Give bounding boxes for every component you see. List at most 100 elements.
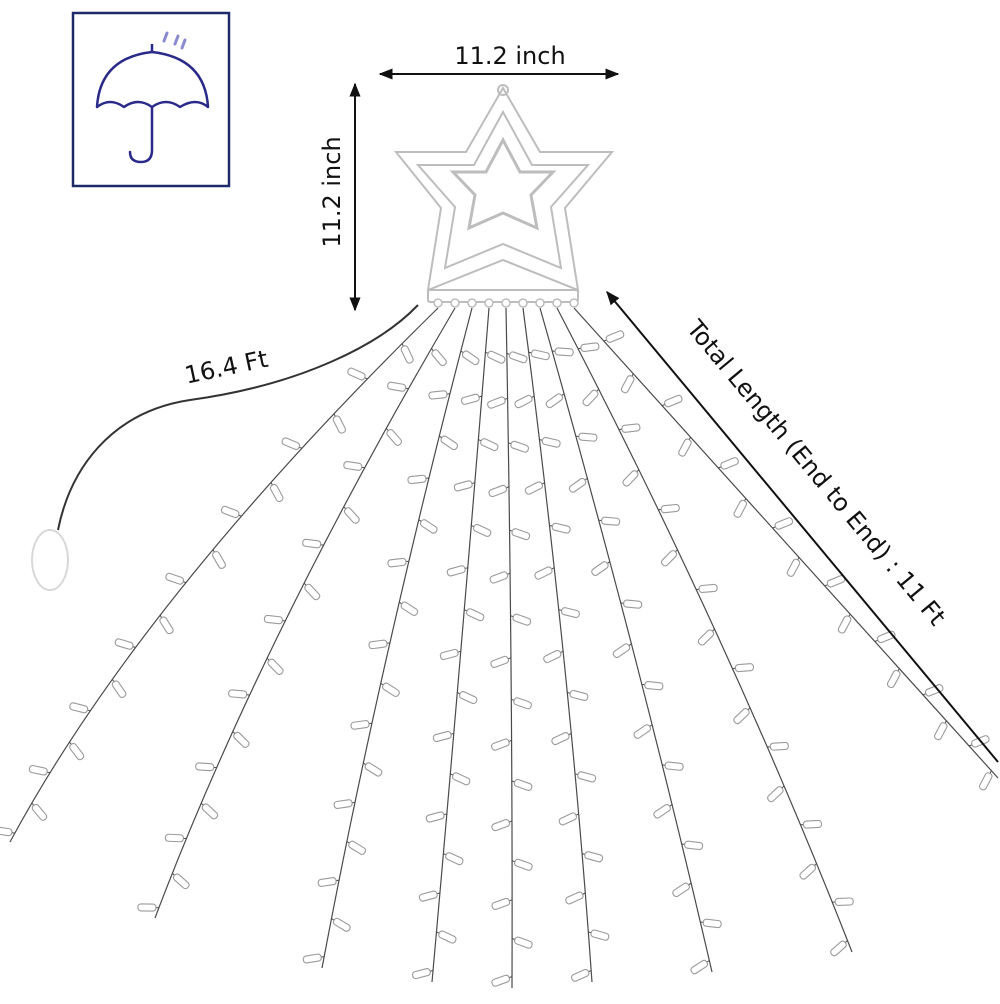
light-bulb: [318, 877, 340, 887]
light-bulb: [591, 559, 612, 577]
light-bulb: [568, 476, 589, 494]
light-bulb: [265, 656, 285, 676]
light-bulb: [449, 771, 471, 786]
light-bulb: [341, 504, 360, 524]
light-bulb: [696, 584, 718, 593]
light-strands: [10, 308, 998, 988]
strand-hook: [553, 299, 561, 307]
light-bulb: [642, 681, 664, 690]
light-bulb: [459, 348, 480, 366]
light-bulb: [511, 778, 533, 792]
light-bulb: [799, 861, 819, 880]
light-bulb: [447, 564, 469, 576]
light-bulb: [429, 390, 451, 399]
light-bulb: [343, 461, 365, 471]
light-bulb: [612, 641, 633, 659]
light-bulb: [331, 412, 347, 434]
light-bulb: [514, 393, 536, 409]
light-bulb: [829, 938, 849, 957]
strand-hook: [468, 299, 476, 307]
light-bulb: [69, 702, 91, 714]
light-bulb: [506, 350, 528, 363]
strand-hooks: [434, 299, 578, 307]
light-bulb: [622, 467, 642, 487]
light-bulb: [558, 811, 580, 826]
light-bulb: [302, 581, 321, 601]
strand-hook: [451, 299, 459, 307]
light-bulb: [582, 387, 601, 407]
light-bulb: [874, 630, 896, 644]
light-strand: [523, 308, 592, 982]
light-bulb: [491, 737, 513, 751]
light-bulb: [330, 916, 352, 933]
light-bulb: [388, 558, 410, 567]
light-bulb: [672, 880, 693, 897]
light-bulb: [620, 600, 642, 609]
light-bulb: [429, 346, 448, 367]
light-bulb: [539, 436, 561, 448]
light-bulb: [0, 826, 15, 836]
light-bulb: [461, 393, 483, 405]
light-bulb: [800, 820, 821, 828]
light-bulb: [633, 722, 654, 740]
light-bulb: [491, 897, 513, 911]
light-strand: [322, 308, 472, 968]
total-length-label: Total Length (End to End) : 11 Ft: [681, 314, 952, 631]
light-bulb: [566, 689, 588, 701]
light-bulb: [199, 801, 219, 820]
light-bulb: [196, 763, 217, 771]
light-bulb: [384, 426, 403, 446]
light-bulb: [484, 349, 506, 364]
light-bulb: [524, 480, 546, 496]
light-bulb: [509, 612, 531, 626]
light-bulb: [581, 850, 603, 862]
light-bulbs: [0, 330, 994, 987]
light-bulb: [558, 606, 580, 618]
light-bulb: [490, 654, 512, 668]
light-bulb: [417, 517, 438, 534]
light-bulb: [574, 770, 596, 782]
light-bulb: [477, 436, 499, 451]
light-bulb: [454, 479, 476, 491]
light-bulb: [661, 394, 683, 408]
light-bulb: [571, 967, 593, 982]
light-bulb: [771, 517, 793, 531]
light-bulb: [264, 615, 286, 624]
lead-cable-label: 16.4 Ft: [182, 345, 270, 390]
light-bulb: [440, 648, 462, 660]
light-bulb: [767, 742, 788, 750]
light-bulb: [697, 627, 717, 647]
light-bulb: [653, 802, 674, 819]
light-bulb: [228, 690, 250, 699]
light-bulb: [165, 834, 186, 842]
light-bulb: [399, 342, 414, 364]
light-bulb: [766, 783, 786, 802]
light-bulb: [491, 973, 513, 987]
light-bulb: [230, 729, 250, 749]
light-bulb: [426, 811, 448, 823]
light-strand: [574, 308, 998, 778]
light-bulb: [408, 475, 430, 484]
light-bulb: [491, 818, 513, 832]
light-bulb: [511, 935, 533, 949]
light-bulb: [681, 841, 703, 850]
light-strand: [10, 308, 438, 842]
star-topper: [396, 85, 612, 302]
light-bulb: [170, 871, 190, 890]
light-bulb: [387, 382, 409, 392]
light-bulb: [379, 680, 400, 697]
light-bulb: [433, 730, 455, 742]
light-bulb: [138, 904, 159, 911]
strand-hook: [570, 299, 578, 307]
light-bulb: [510, 696, 532, 710]
light-bulb: [658, 504, 680, 513]
light-bulb: [487, 395, 509, 409]
light-bulb: [733, 705, 753, 725]
light-bulb: [619, 424, 641, 433]
width-label: 11.2 inch: [454, 42, 565, 70]
total-length-dimension-arrow: [607, 292, 998, 762]
height-label: 11.2 inch: [318, 136, 346, 247]
light-bulb: [576, 433, 597, 442]
light-bulb: [347, 367, 369, 382]
